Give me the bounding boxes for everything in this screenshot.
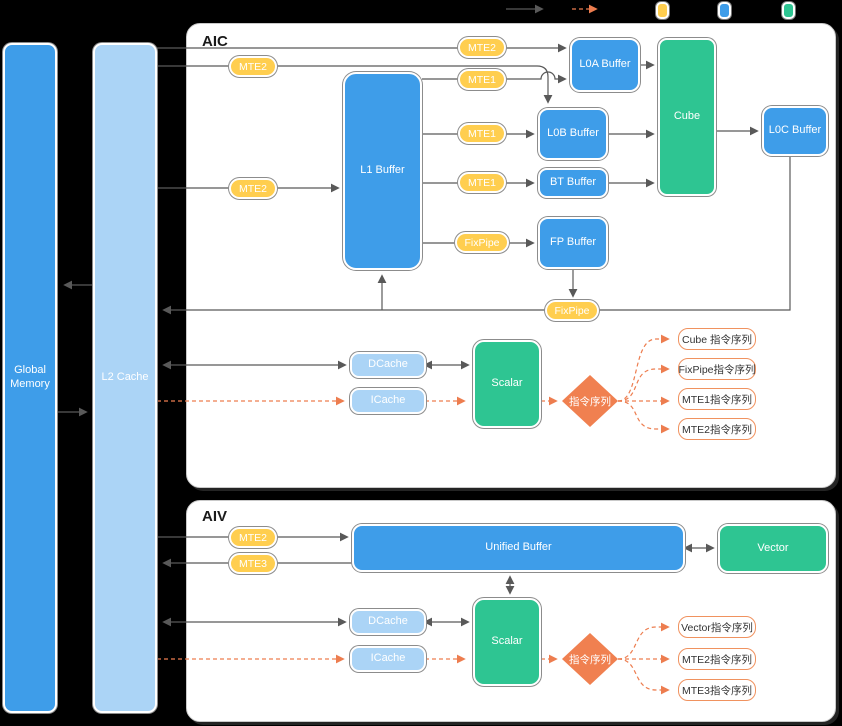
fp-buffer-label: FP Buffer	[549, 236, 597, 249]
l1-buffer-label: L1 Buffer	[360, 164, 405, 177]
aiv-dcache-node: DCache	[350, 609, 426, 635]
unified-buffer-node: Unified Buffer	[352, 524, 685, 572]
seq-label: FixPipe指令序列	[678, 363, 756, 376]
fixpipe-pill: FixPipe	[455, 232, 509, 253]
l2-cache-label: L2 Cache	[101, 371, 149, 384]
l1-buffer-node: L1 Buffer	[343, 72, 422, 270]
aiv-seq-vector: Vector指令序列	[678, 616, 756, 638]
mte2-pill-label: MTE2	[238, 60, 267, 73]
aic-seq-mte1: MTE1指令序列	[678, 388, 756, 410]
seq-label: MTE2指令序列	[681, 653, 752, 666]
icache-label: ICache	[370, 394, 406, 407]
seq-label: MTE1指令序列	[681, 393, 752, 406]
fixpipe-pill: FixPipe	[545, 300, 599, 321]
l0c-buffer-label: L0C Buffer	[768, 124, 822, 137]
dcache-label: DCache	[368, 615, 408, 628]
unified-buffer-label: Unified Buffer	[485, 541, 552, 554]
cube-label: Cube	[673, 110, 701, 123]
mte2-pill: MTE2	[229, 56, 277, 77]
bt-buffer-label: BT Buffer	[549, 176, 597, 189]
seq-label: Vector指令序列	[681, 621, 753, 634]
seq-label: MTE2指令序列	[681, 423, 752, 436]
dispatch-label: 指令序列	[569, 395, 611, 408]
fixpipe-pill-label: FixPipe	[464, 236, 500, 249]
mte1-pill: MTE1	[458, 172, 506, 193]
l0b-buffer-node: L0B Buffer	[538, 108, 608, 160]
mte2-pill: MTE2	[229, 178, 277, 199]
scalar-label: Scalar	[491, 377, 523, 390]
scalar-label: Scalar	[491, 635, 523, 648]
aic-seq-fixpipe: FixPipe指令序列	[678, 358, 756, 380]
bt-buffer-node: BT Buffer	[538, 168, 608, 198]
mte1-pill: MTE1	[458, 123, 506, 144]
dcache-label: DCache	[368, 358, 408, 371]
aic-icache-node: ICache	[350, 388, 426, 414]
vector-node: Vector	[718, 524, 828, 573]
cube-node: Cube	[658, 38, 716, 196]
seq-label: Cube 指令序列	[681, 333, 753, 346]
l0a-buffer-node: L0A Buffer	[570, 38, 640, 92]
l2-cache-node: L2 Cache	[93, 43, 157, 713]
seq-label: MTE3指令序列	[681, 684, 752, 697]
aiv-seq-mte3: MTE3指令序列	[678, 679, 756, 701]
global-memory-label: Global Memory	[10, 364, 50, 390]
l0c-buffer-node: L0C Buffer	[762, 106, 828, 156]
mte3-pill-label: MTE3	[238, 557, 267, 570]
fp-buffer-node: FP Buffer	[538, 217, 608, 269]
mte2-pill: MTE2	[458, 37, 506, 58]
mte2-pill-label: MTE2	[467, 41, 496, 54]
dispatch-label: 指令序列	[569, 653, 611, 666]
mte1-pill: MTE1	[458, 69, 506, 90]
aiv-scalar-node: Scalar	[473, 598, 541, 686]
l0b-buffer-label: L0B Buffer	[547, 127, 599, 140]
aiv-title: AIV	[202, 508, 228, 525]
global-memory-node: Global Memory	[3, 43, 57, 713]
mte2-pill-label: MTE2	[238, 182, 267, 195]
aic-title: AIC	[202, 33, 228, 50]
aiv-seq-mte2: MTE2指令序列	[678, 648, 756, 670]
aiv-icache-node: ICache	[350, 646, 426, 672]
mte1-pill-label: MTE1	[467, 176, 496, 189]
vector-label: Vector	[757, 541, 789, 554]
legend-blue-node-icon	[718, 2, 731, 19]
mte2-pill: MTE2	[229, 527, 277, 548]
mte1-pill-label: MTE1	[467, 127, 496, 140]
legend-yellow-node-icon	[656, 2, 669, 19]
aic-dcache-node: DCache	[350, 352, 426, 378]
fixpipe-pill-label: FixPipe	[554, 304, 590, 317]
l0a-buffer-label: L0A Buffer	[579, 58, 631, 71]
mte3-pill: MTE3	[229, 553, 277, 574]
icache-label: ICache	[370, 652, 406, 665]
aic-seq-cube: Cube 指令序列	[678, 328, 756, 350]
aic-seq-mte2: MTE2指令序列	[678, 418, 756, 440]
legend-green-node-icon	[782, 2, 795, 19]
mte1-pill-label: MTE1	[467, 73, 496, 86]
mte2-pill-label: MTE2	[238, 531, 267, 544]
aic-scalar-node: Scalar	[473, 340, 541, 428]
